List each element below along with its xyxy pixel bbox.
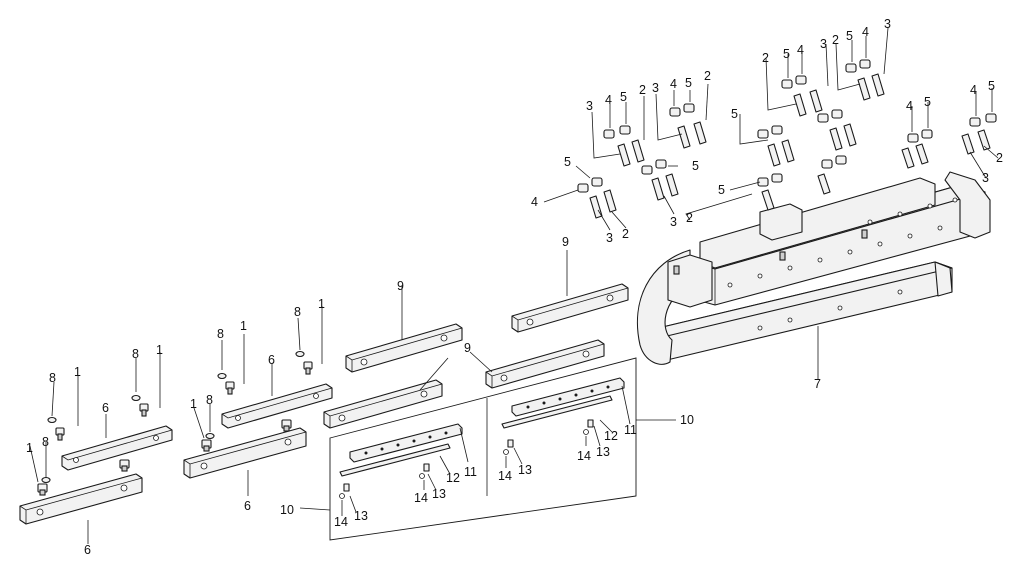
callout-label: 4 — [906, 99, 913, 113]
callout-label: 6 — [244, 499, 251, 513]
screws-and-washers-left — [37, 350, 313, 496]
callout-label: 8 — [132, 347, 139, 361]
callout-label: 8 — [217, 327, 224, 341]
bar-part-9-b — [485, 339, 605, 389]
callout-label: 2 — [639, 83, 646, 97]
callout-label: 8 — [49, 371, 56, 385]
callout-label: 6 — [268, 353, 275, 367]
callout-label: 13 — [354, 509, 368, 523]
callout-label: 13 — [432, 487, 446, 501]
callout-label: 5 — [731, 107, 738, 121]
callout-label: 9 — [562, 235, 569, 249]
callout-label: 5 — [988, 79, 995, 93]
callout-label: 4 — [531, 195, 538, 209]
callout-label: 3 — [820, 37, 827, 51]
callout-label: 3 — [652, 81, 659, 95]
nuts-and-studs — [577, 59, 997, 219]
main-frame-part-7 — [636, 171, 991, 365]
callout-label: 9 — [397, 279, 404, 293]
callout-label: 1 — [240, 319, 247, 333]
bar-part-6-c — [61, 425, 173, 471]
callout-label: 8 — [206, 393, 213, 407]
callout-label: 5 — [685, 76, 692, 90]
callout-label: 5 — [564, 155, 571, 169]
callout-label: 5 — [846, 29, 853, 43]
callout-label: 5 — [783, 47, 790, 61]
callout-label: 2 — [832, 33, 839, 47]
callout-label: 2 — [622, 227, 629, 241]
callout-label: 2 — [996, 151, 1003, 165]
callout-label: 2 — [686, 211, 693, 225]
callout-label: 2 — [762, 51, 769, 65]
callout-label: 5 — [620, 90, 627, 104]
callout-label: 3 — [982, 171, 989, 185]
bar-part-9-a — [511, 283, 629, 333]
callout-label: 10 — [680, 413, 694, 427]
callout-label: 14 — [334, 515, 348, 529]
callout-label: 13 — [518, 463, 532, 477]
callout-label: 6 — [84, 543, 91, 557]
callout-label: 12 — [604, 429, 618, 443]
bar-part-6-d — [19, 473, 143, 525]
callout-label: 4 — [862, 25, 869, 39]
callout-label: 7 — [814, 377, 821, 391]
callout-label: 5 — [718, 183, 725, 197]
callout-label: 1 — [318, 297, 325, 311]
bar-part-6-a — [221, 383, 333, 429]
callout-label: 14 — [498, 469, 512, 483]
callout-label: 3 — [884, 17, 891, 31]
callout-label: 3 — [670, 215, 677, 229]
callout-label: 4 — [670, 77, 677, 91]
leader-lines — [29, 27, 999, 544]
callout-label: 3 — [606, 231, 613, 245]
callout-label: 14 — [414, 491, 428, 505]
callout-label: 10 — [280, 503, 294, 517]
callout-label: 5 — [692, 159, 699, 173]
callout-label: 4 — [797, 43, 804, 57]
callout-label: 1 — [190, 397, 197, 411]
bar-part-9-d — [323, 379, 443, 429]
callout-label: 4 — [970, 83, 977, 97]
callout-label: 13 — [596, 445, 610, 459]
callout-label: 1 — [26, 441, 33, 455]
callout-label: 2 — [704, 69, 711, 83]
callout-label: 8 — [294, 305, 301, 319]
callout-label: 6 — [102, 401, 109, 415]
callout-label: 5 — [924, 95, 931, 109]
callout-label: 14 — [577, 449, 591, 463]
callout-label: 9 — [464, 341, 471, 355]
callout-label: 3 — [586, 99, 593, 113]
callout-label: 11 — [464, 465, 477, 479]
callout-label: 4 — [605, 93, 612, 107]
callout-labels: 3 4 5 2 3 4 5 2 5 4 3 2 5 3 2 5 5 2 5 4 … — [26, 17, 1003, 557]
callout-label: 11 — [624, 423, 637, 437]
bar-part-9-c — [345, 323, 463, 373]
callout-label: 1 — [156, 343, 163, 357]
inset-box-part-10 — [329, 357, 637, 541]
callout-label: 12 — [446, 471, 460, 485]
bar-part-6-b — [183, 427, 307, 479]
callout-label: 8 — [42, 435, 49, 449]
callout-label: 1 — [74, 365, 81, 379]
